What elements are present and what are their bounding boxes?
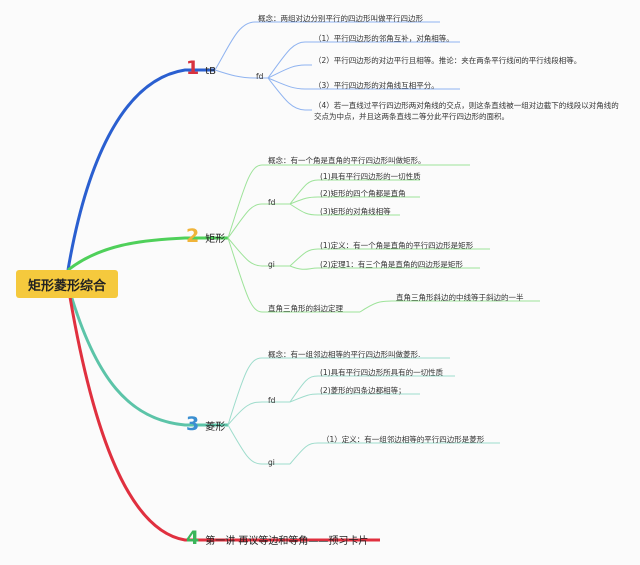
branch-2-extra-item: 直角三角形斜边的中线等于斜边的一半 [396,293,524,302]
branch-2-extra-label: 直角三角形的斜边定理 [268,304,343,313]
branch-2-item-1: (1)具有平行四边形的一切性质 [320,172,421,181]
branch-1-label: tB [205,66,217,77]
branch-3-concept: 概念：有一组邻边相等的平行四边形叫做菱形. [268,350,421,359]
branch-1-group-fd: fd [256,72,264,81]
branch-3-label: 菱形 [205,422,226,433]
branch-4-number: 4 [186,527,200,549]
branch-1-concept: 概念：两组对边分别平行的四边形叫做平行四边形 [258,14,423,23]
branch-2-item-4: (1)定义：有一个角是直角的平行四边形是矩形 [320,241,474,250]
branch-1-item-1: （1）平行四边形的邻角互补，对角相等。 [314,34,454,43]
branch-2-number: 2 [186,225,200,247]
branch-line-2 [67,236,228,272]
root-title: 矩形菱形综合 [27,278,106,294]
branch-1-item-3: （3）平行四边形的对角线互相平分。 [314,81,439,90]
branch-line-4 [66,284,380,542]
branch-2-node[interactable]: 2 矩形 [186,226,225,246]
branch-3-number: 3 [186,413,200,435]
branch-line-3 [66,284,228,427]
branch-1-item-4: （4）若一直线过平行四边形两对角线的交点，则这条直线被一组对边截下的线段以对角线… [314,101,619,121]
branch-2-item-3: (3)矩形的对角线相等 [320,207,391,216]
branch-2-item-5: (2)定理1：有三个角是直角的四边形是矩形 [320,260,463,269]
branch-3-node[interactable]: 3 菱形 [186,414,225,434]
branch-2-label: 矩形 [205,234,226,245]
branch-3-item-3: （1）定义：有一组邻边相等的平行四边形是菱形 [322,435,485,444]
root-node[interactable]: 矩形菱形综合 [16,270,118,298]
branch-1-node[interactable]: 1 tB [186,58,216,78]
branch-2-concept: 概念：有一个角是直角的平行四边形叫做矩形。 [268,156,426,165]
branch-3-group-fd: fd [268,396,276,405]
branch-4-node[interactable]: 4 第一讲 再议等边和等角——预习卡片 [186,528,368,548]
branch-3-item-2: (2)菱形的四条边都相等； [320,386,406,395]
branch-3-group-gi: gi [268,458,275,467]
branch-1-number: 1 [186,57,200,79]
branch-line-1 [66,68,215,271]
branch-3-item-1: (1)具有平行四边形所具有的一切性质 [320,368,444,377]
branch-4-label: 第一讲 再议等边和等角——预习卡片 [205,536,369,547]
branch-2-group-gi: gi [268,260,275,269]
branch-2-group-fd: fd [268,198,276,207]
branch-2-item-2: (2)矩形的四个角都是直角 [320,189,406,198]
branch-1-item-2: （2）平行四边形的对边平行且相等。推论：夹在两条平行线间的平行线段相等。 [314,56,582,65]
